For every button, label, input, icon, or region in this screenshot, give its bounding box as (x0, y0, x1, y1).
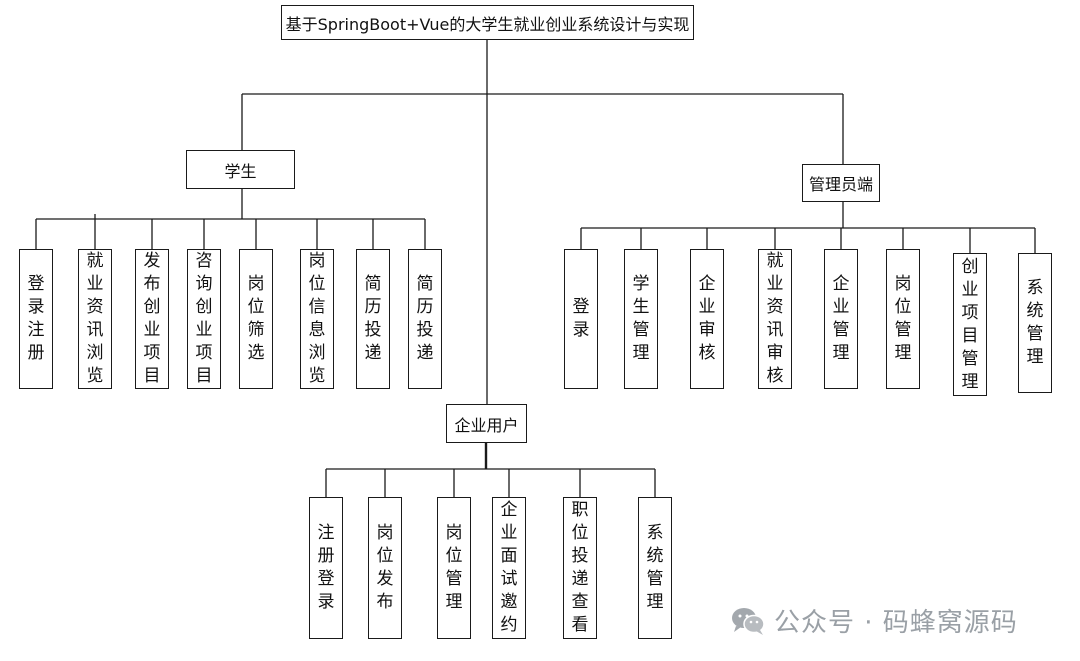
admin-leaf-box: 岗位管理 (886, 249, 920, 389)
enterprise-leaf-label: 岗位管理 (445, 523, 463, 612)
group-student-label: 学生 (224, 161, 257, 181)
student-leaf-box: 发布创业项目 (135, 249, 169, 389)
enterprise-leaf-box: 企业面试邀约 (492, 497, 526, 639)
watermark: 公众号 · 码蜂窝源码 (730, 602, 1018, 639)
enterprise-leaf-label: 系统管理 (646, 523, 664, 612)
wechat-icon (732, 607, 765, 635)
enterprise-leaf-box: 岗位管理 (437, 497, 471, 639)
student-leaf-box: 咨询创业项目 (187, 249, 221, 389)
student-leaf-box: 岗位信息浏览 (300, 249, 334, 389)
group-enterprise-box: 企业用户 (446, 404, 527, 443)
enterprise-leaf-box: 岗位发布 (368, 497, 402, 639)
group-admin-box: 管理员端 (802, 164, 880, 202)
admin-leaf-label: 学生管理 (632, 274, 650, 363)
admin-leaf-label: 岗位管理 (894, 274, 912, 363)
admin-leaf-label: 企业管理 (832, 274, 850, 363)
root-title: 基于SpringBoot+Vue的大学生就业创业系统设计与实现 (285, 14, 690, 34)
student-leaf-label: 岗位筛选 (247, 274, 265, 363)
enterprise-leaf-label: 注册登录 (317, 523, 335, 612)
student-leaf-box: 登录注册 (19, 249, 53, 389)
enterprise-leaf-label: 岗位发布 (376, 523, 394, 612)
student-leaf-label: 简历投递 (416, 274, 434, 363)
enterprise-leaf-label: 职位投递查看 (571, 500, 589, 635)
student-leaf-label: 就业资讯浏览 (86, 251, 104, 386)
enterprise-leaf-box: 职位投递查看 (563, 497, 597, 639)
admin-leaf-label: 创业项目管理 (961, 256, 979, 392)
group-enterprise-label: 企业用户 (454, 415, 519, 435)
student-leaf-label: 简历投递 (364, 274, 382, 363)
watermark-text: 公众号 · 码蜂窝源码 (774, 608, 1018, 638)
enterprise-leaf-label: 企业面试邀约 (500, 500, 518, 635)
admin-leaf-box: 企业管理 (824, 249, 858, 389)
admin-leaf-box: 企业审核 (690, 249, 724, 389)
student-leaf-box: 简历投递 (408, 249, 442, 389)
student-leaf-label: 岗位信息浏览 (308, 251, 326, 386)
admin-leaf-label: 登录 (572, 297, 590, 340)
admin-leaf-label: 就业资讯审核 (766, 251, 784, 386)
student-leaf-box: 就业资讯浏览 (78, 249, 112, 389)
admin-leaf-box: 登录 (564, 249, 598, 389)
admin-leaf-box: 学生管理 (624, 249, 658, 389)
admin-leaf-label: 系统管理 (1026, 278, 1044, 367)
root-title-box: 基于SpringBoot+Vue的大学生就业创业系统设计与实现 (281, 5, 694, 40)
student-leaf-box: 简历投递 (356, 249, 390, 389)
admin-leaf-box: 系统管理 (1018, 253, 1052, 393)
student-leaf-label: 登录注册 (27, 274, 45, 363)
enterprise-leaf-box: 系统管理 (638, 497, 672, 639)
admin-leaf-box: 创业项目管理 (953, 253, 987, 396)
enterprise-leaf-box: 注册登录 (309, 497, 343, 639)
group-admin-label: 管理员端 (808, 175, 873, 194)
group-student-box: 学生 (186, 150, 295, 189)
admin-leaf-label: 企业审核 (698, 274, 716, 363)
admin-leaf-box: 就业资讯审核 (758, 249, 792, 389)
student-leaf-label: 发布创业项目 (143, 251, 161, 386)
student-leaf-label: 咨询创业项目 (195, 251, 213, 386)
student-leaf-box: 岗位筛选 (239, 249, 273, 389)
